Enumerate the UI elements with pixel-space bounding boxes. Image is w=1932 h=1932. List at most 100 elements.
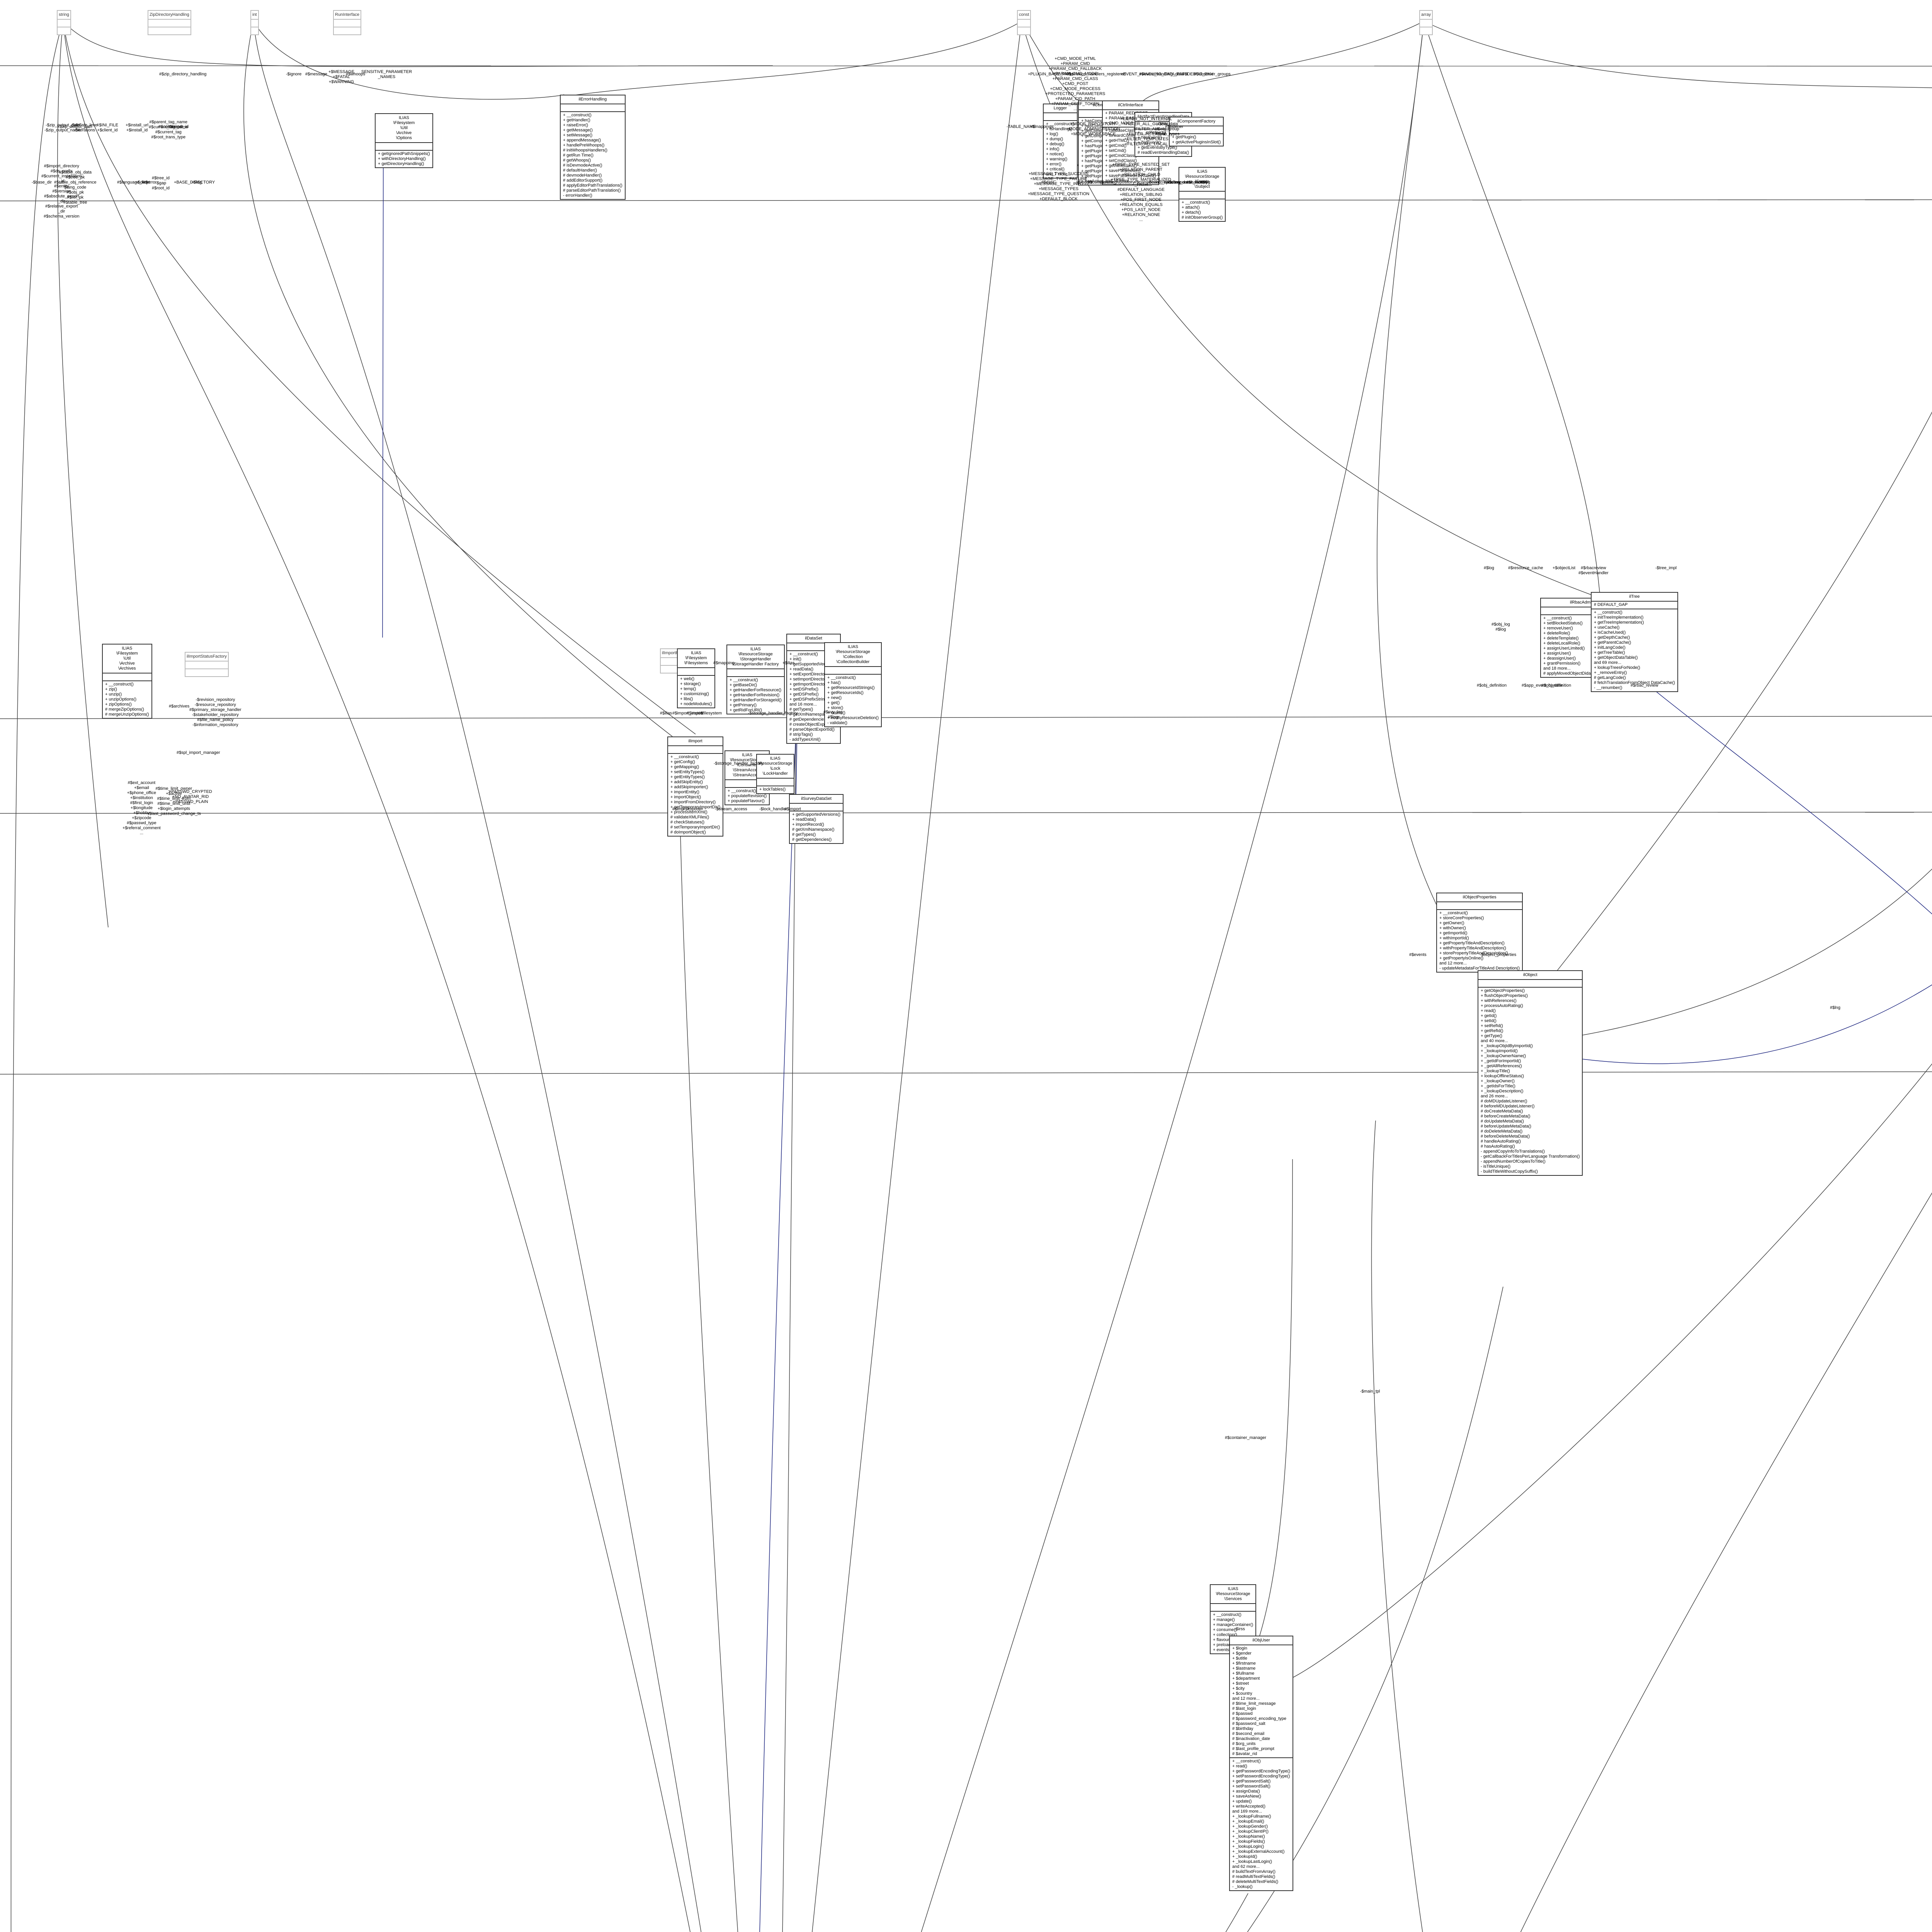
methods-section: + __construct()+ zip()+ unzip()+ unzipOp… (103, 681, 151, 718)
method-row: + init() (789, 657, 801, 662)
method-row: + addSkipEntity() (670, 780, 703, 784)
class-node-int[interactable]: int (250, 10, 259, 35)
attributes-section (58, 20, 70, 27)
method-row: + setImportDirectory() (789, 677, 831, 682)
class-name: ilObjectProperties (1437, 893, 1522, 902)
class-node-string[interactable]: string (57, 10, 71, 35)
edge-label: #$data (1041, 180, 1054, 185)
class-node-ilimport[interactable]: ilImport+ __construct()+ getConfig()+ ge… (667, 736, 724, 837)
class-node-zipdirectoryhandling[interactable]: ZipDirectoryHandling (148, 10, 191, 35)
attributes-section (1437, 902, 1522, 910)
class-node-ilias-filesystem-util-archive-options[interactable]: ILIAS \Filesystem \Util \Archive \Option… (375, 113, 433, 168)
class-name: ILIAS \ResourceStorage \StorageHandler \… (727, 645, 784, 669)
method-row: + detach() (1182, 210, 1201, 215)
edge-label: -$zip_output_path -$zip_output_name (44, 123, 81, 133)
class-name: ilDataSet (787, 634, 840, 643)
edge-label: +$MESSAGE +$FATAL +$WARNING (328, 70, 354, 84)
method-row: + notifiyResourceDeletion() (827, 716, 879, 720)
class-name: ILIAS \Filesystem \Util \Archive \Archiv… (103, 645, 151, 673)
method-row: + getPropertyTitleAndDescription() (1439, 941, 1505, 946)
method-row: # getDependencies() (789, 717, 829, 722)
method-row: + getParentCache() (1594, 640, 1631, 645)
method-row: + withOwner() (1439, 926, 1466, 930)
method-row: + setMessage() (563, 133, 593, 138)
class-node-ilobjuser[interactable]: ilObjUser+ $login+ $gender+ $utitle+ $fi… (1229, 1636, 1294, 1891)
method-row: # beforeCreateMetaData() (1481, 1114, 1531, 1119)
class-node-ilcomponentfactory[interactable]: ilComponentFactory+ getPlugin()+ getActi… (1169, 117, 1224, 146)
method-row: + update() (1232, 1799, 1252, 1804)
method-row: + __construct() (105, 682, 134, 687)
edge-label: -$object_properties (1480, 952, 1517, 957)
method-row: + unzipOptions() (105, 697, 137, 702)
class-name: ilObjUser (1230, 1636, 1293, 1645)
class-node-ilimportstatusfactory[interactable]: ilImportStatusFactory (185, 652, 229, 677)
methods-section: + __construct()+ getBaseDir()+ getHandle… (727, 677, 784, 714)
method-row: # getXmlNamespace() (789, 712, 832, 717)
method-row: + _lookupLogin() (1232, 1844, 1264, 1849)
method-row: + populateFlavour() (728, 799, 765, 803)
method-row: + processAutoRating() (1481, 1003, 1523, 1008)
method-row: + store() (827, 706, 844, 710)
method-row: + storage() (680, 682, 701, 686)
class-node-ilsurveydataset[interactable]: ilSurveyDataSet+ getSupportedVersions()+… (789, 794, 844, 844)
edge-label: #$message (305, 72, 327, 77)
methods-section: + __construct()+ storeCoreProperties()+ … (1437, 910, 1522, 972)
class-node-ilias-filesystem-util-archive-archives[interactable]: ILIAS \Filesystem \Util \Archive \Archiv… (102, 644, 152, 719)
method-row: + setId() (1481, 1019, 1497, 1023)
class-node-iltree[interactable]: ilTree# DEFAULT_GAP+ __construct()+ init… (1591, 592, 1678, 692)
method-row: + getPasswordSalt() (1232, 1779, 1271, 1784)
method-row: + delete() (827, 711, 845, 715)
edge-label: -$revision_repository -$resource_reposit… (189, 697, 242, 727)
class-node-ilerrorhandling[interactable]: ilErrorHandling+ __construct()+ getHandl… (560, 95, 626, 200)
methods-section: + web()+ storage()+ temp()+ customizing(… (678, 676, 714, 707)
attributes-section (1541, 607, 1623, 615)
method-row: + getRidForURI() (730, 708, 762, 713)
class-node-ilias-resourcestorage-storagehandler-storagehandler-factory[interactable]: ILIAS \ResourceStorage \StorageHandler \… (726, 645, 785, 714)
method-row: + _removeEntry() (1594, 670, 1627, 675)
method-row: and 16 more... (789, 702, 817, 707)
class-name: ilSurveyDataSet (790, 795, 843, 804)
method-row: and 26 more... (1481, 1094, 1508, 1099)
edge-label: -$lock_handler (759, 807, 787, 811)
attribute-row: + $fullname (1232, 1671, 1255, 1676)
method-row: + _lookupOwner() (1481, 1079, 1515, 1083)
method-row: + getBaseDir() (730, 683, 757, 687)
method-row: + log() (1046, 132, 1058, 136)
class-node-ilobject[interactable]: ilObject+ getObjectProperties()+ flushOb… (1478, 970, 1583, 1176)
edge-label: #$lng (1830, 1005, 1840, 1010)
method-row: + get() (827, 701, 840, 705)
edge-label: #$obj_definition (1477, 683, 1507, 688)
method-row: + dump() (1046, 137, 1063, 141)
methods-section: + __construct()+ setBlockedStatus()+ rem… (1541, 615, 1623, 677)
method-row: + setRefId() (1481, 1024, 1503, 1028)
class-name: ilErrorHandling (561, 95, 625, 104)
edge-label: #$time_limit_owner +$active #$time_limit… (147, 786, 201, 816)
method-row: # buildTextFromArray() (1232, 1869, 1276, 1874)
method-row: # readEventHandlingData() (1138, 150, 1189, 155)
method-row: + _lookupTitle() (1481, 1069, 1510, 1073)
method-row: + getTreeTable() (1594, 650, 1625, 655)
class-node-const[interactable]: const (1017, 10, 1031, 35)
class-node-logger[interactable]: Logger+ __construct()+ isHandling()+ log… (1043, 104, 1078, 179)
class-node-ilobjectproperties[interactable]: ilObjectProperties + __construct()+ store… (1436, 893, 1523, 973)
class-node-array[interactable]: array (1419, 10, 1433, 35)
method-row: + error() (1046, 162, 1062, 167)
method-row: + _lookupImportId() (1481, 1049, 1518, 1053)
method-row: # hasAutoRating() (1481, 1144, 1515, 1149)
class-node-ilias-resourcestorage-lock-lockhandler[interactable]: ILIAS \ResourceStorage \Lock \LockHandle… (756, 754, 794, 794)
edge-label: +$mappings (1030, 124, 1054, 129)
attribute-row: # $second_email (1232, 1731, 1265, 1736)
method-row: + getCmd() (1105, 143, 1127, 148)
class-node-ilias-resourcestorage-collection-collectionbuilder[interactable]: ILIAS \ResourceStorage \Collection \Coll… (824, 642, 882, 727)
method-row: + storeCoreProperties() (1439, 916, 1484, 920)
method-row: # initWhoopsHandlers() (563, 148, 607, 153)
class-node-ilias-resourcestorage-events-subject[interactable]: ILIAS \ResourceStorage \Events \Subject+… (1179, 167, 1226, 222)
edge-label: #$tree_id -$gap #$root_id (152, 176, 170, 190)
attributes-section (1044, 113, 1077, 121)
method-row: + getHandler() (563, 118, 590, 122)
method-row: + has() (827, 680, 841, 685)
class-name: ilImport (668, 737, 723, 746)
class-node-runinterface[interactable]: RunInterface (333, 10, 361, 35)
class-node-ildataset[interactable]: ilDataSet+ __construct()+ init()+ getSup… (786, 634, 841, 744)
class-node-ilias-filesystem-filesystems[interactable]: ILIAS \Filesystem \Filesystems+ web()+ s… (677, 648, 715, 708)
